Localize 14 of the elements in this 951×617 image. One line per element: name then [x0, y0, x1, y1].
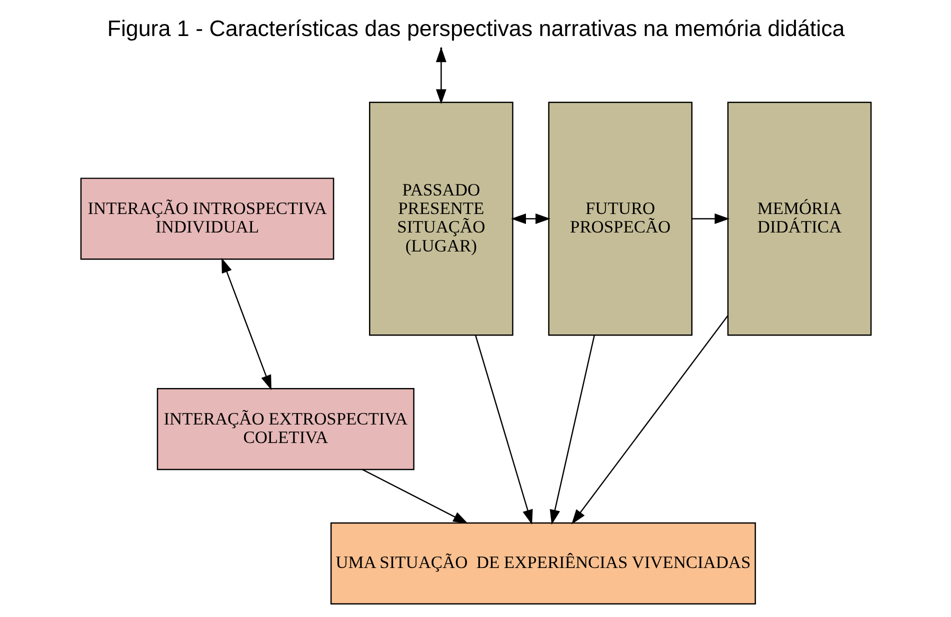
arrow [692, 214, 730, 224]
arrow [221, 258, 271, 390]
arrow [549, 335, 594, 525]
arrow [510, 214, 550, 224]
node-box: UMA SITUAÇÃO DE EXPERIÊNCIAS VIVENCIADAS [330, 522, 756, 604]
node-box: FUTURO PROSPECÃO [548, 102, 692, 336]
arrow [474, 335, 532, 525]
node-box: MEMÓRIA DIDÁTICA [726, 102, 872, 336]
diagram-title: Figura 1 - Características das perspectivas narrativas na memória didática [106, 16, 844, 42]
node-box: PASSADO PRESENTE SITUAÇÃO (LUGAR) [368, 102, 513, 336]
node-box: INTERAÇÃO INTROSPECTIVA INDIVIDUAL [80, 178, 334, 260]
node-box: INTERAÇÃO EXTROSPECTIVA COLETIVA [156, 388, 414, 470]
arrow [571, 315, 728, 524]
arrow [361, 468, 468, 524]
